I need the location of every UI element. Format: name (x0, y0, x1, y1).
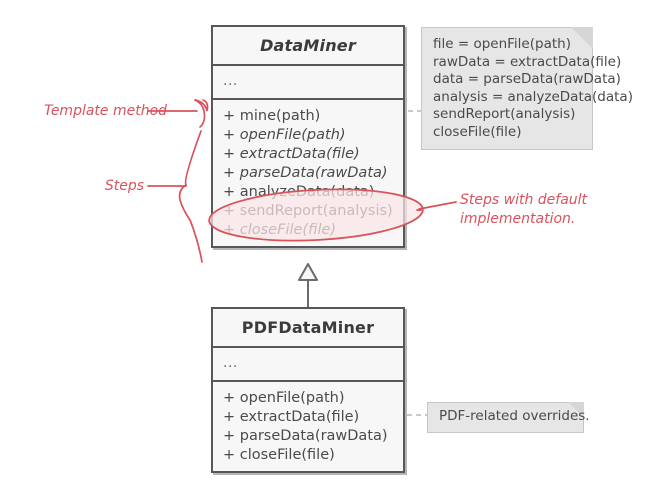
pdf-method-closefile[interactable]: + closeFile(file) (223, 446, 335, 463)
annotation-template-method-label: Template method (44, 103, 168, 119)
method-sendreport[interactable]: + sendReport(analysis) (223, 202, 393, 219)
pdf-method-openfile[interactable]: + openFile(path) (223, 389, 345, 406)
annotation-steps-default-line2: implementation. (460, 211, 576, 227)
note-line-4: analysis = analyzeData(data) (433, 88, 633, 105)
class-methods-dataminer: + mine(path) + openFile(path) + extractD… (213, 100, 403, 246)
uml-class-dataminer[interactable]: DataMiner ... + mine(path) + openFile(pa… (211, 25, 405, 248)
note-mine-body[interactable]: file = openFile(path) rawData = extractD… (421, 27, 633, 150)
method-parsedata[interactable]: + parseData(rawData) (223, 164, 388, 181)
method-mine[interactable]: + mine(path) (223, 107, 321, 124)
generalization-arrow (298, 263, 318, 307)
method-extractdata[interactable]: + extractData(file) (223, 145, 360, 162)
note-pdf-overrides-text: PDF-related overrides. (428, 403, 590, 432)
method-closefile[interactable]: + closeFile(file) (223, 221, 337, 238)
note-mine-body-text: file = openFile(path) rawData = extractD… (422, 28, 633, 149)
class-methods-pdfdataminer: + openFile(path) + extractData(file) + p… (213, 382, 403, 471)
annotation-steps: Steps (44, 177, 144, 196)
annotation-template-method: Template method (44, 102, 167, 121)
note-pdf-line-1: PDF-related overrides. (439, 408, 590, 424)
annotation-steps-default: Steps with default implementation. (460, 191, 587, 229)
uml-class-pdfdataminer[interactable]: PDFDataMiner ... + openFile(path) + extr… (211, 307, 405, 473)
pdf-method-extractdata[interactable]: + extractData(file) (223, 408, 360, 425)
class-attributes-pdfdataminer: ... (213, 348, 403, 382)
method-analyzedata[interactable]: + analyzeData(data) (223, 183, 375, 200)
note-line-2: rawData = extractData(file) (433, 53, 622, 70)
method-openfile[interactable]: + openFile(path) (223, 126, 346, 143)
note-line-3: data = parseData(rawData) (433, 71, 621, 87)
note-line-6: closeFile(file) (433, 123, 522, 140)
pdf-method-parsedata[interactable]: + parseData(rawData) (223, 427, 388, 444)
annotation-steps-label: Steps (104, 178, 144, 194)
note-pdf-overrides[interactable]: PDF-related overrides. (427, 402, 590, 433)
brace-steps (147, 130, 203, 263)
note-line-1: file = openFile(path) (433, 36, 571, 52)
class-title-pdfdataminer: PDFDataMiner (213, 309, 403, 348)
class-attributes-dataminer: ... (213, 66, 403, 100)
class-title-dataminer: DataMiner (213, 27, 403, 66)
note-line-5: sendReport(analysis) (433, 106, 576, 122)
annotation-steps-default-line1: Steps with default (460, 192, 588, 208)
leader-steps-default (416, 201, 457, 211)
